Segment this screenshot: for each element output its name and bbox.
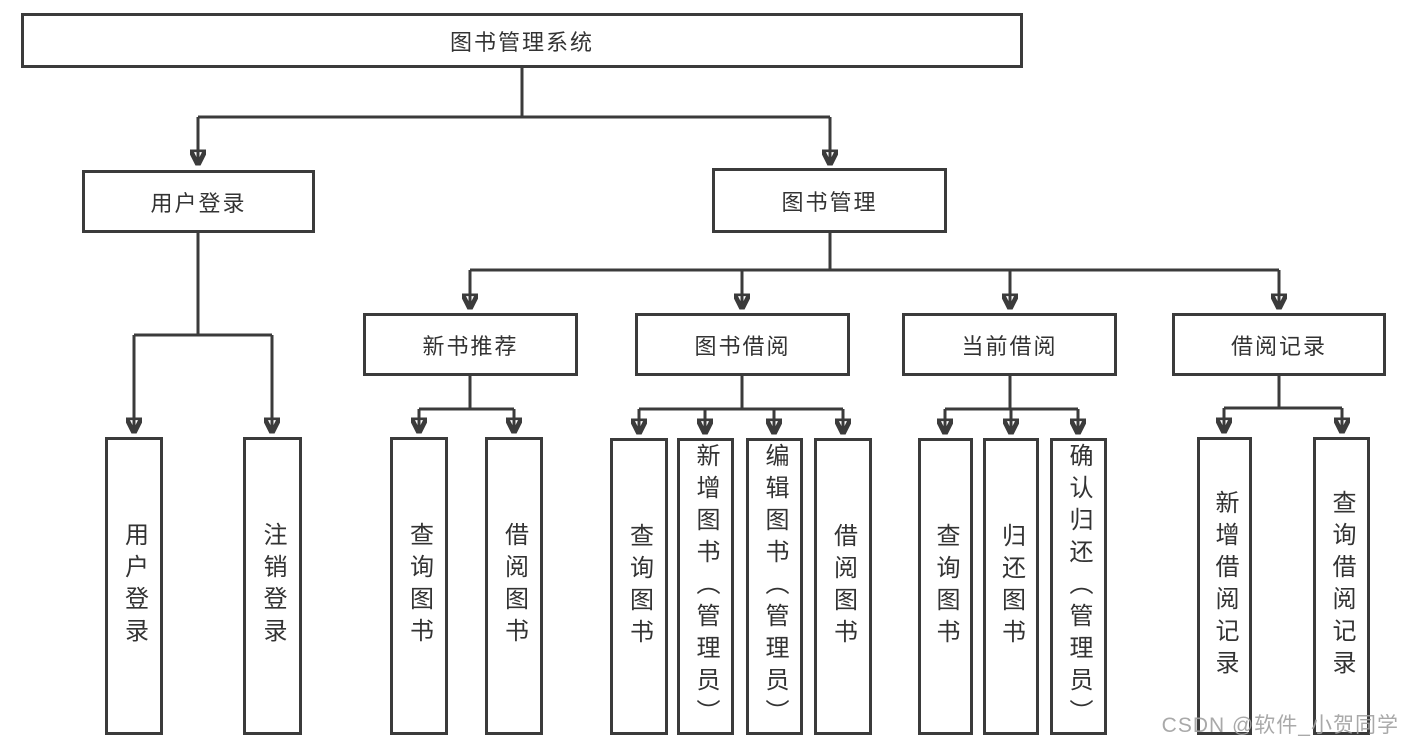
node-current-borrow: 当前借阅 [902,313,1117,376]
node-borrow-add-book-admin: 新增图书（管理员） [677,438,734,735]
node-current-confirm-return-admin: 确认归还（管理员） [1050,438,1107,735]
node-borrow-edit-book-admin: 编辑图书（管理员） [746,438,803,735]
watermark: CSDN @软件_小贺同学 [1161,714,1399,737]
node-logout-action: 注销登录 [243,437,302,735]
node-borrow-query-book: 查询图书 [610,438,668,735]
node-borrow-borrow-book: 借阅图书 [814,438,872,735]
node-new-book-recommend: 新书推荐 [363,313,578,376]
node-rec-borrow-book: 借阅图书 [485,437,543,735]
node-book-management: 图书管理 [712,168,947,233]
node-current-return-book: 归还图书 [983,438,1039,735]
node-root: 图书管理系统 [21,13,1023,68]
node-rec-query-book: 查询图书 [390,437,448,735]
node-records-query-record: 查询借阅记录 [1313,437,1370,735]
node-borrow-records: 借阅记录 [1172,313,1386,376]
node-user-login-action: 用户登录 [105,437,163,735]
node-current-query-book: 查询图书 [918,438,973,735]
node-book-borrow: 图书借阅 [635,313,850,376]
node-user-login: 用户登录 [82,170,315,233]
node-records-add-record: 新增借阅记录 [1197,437,1252,735]
